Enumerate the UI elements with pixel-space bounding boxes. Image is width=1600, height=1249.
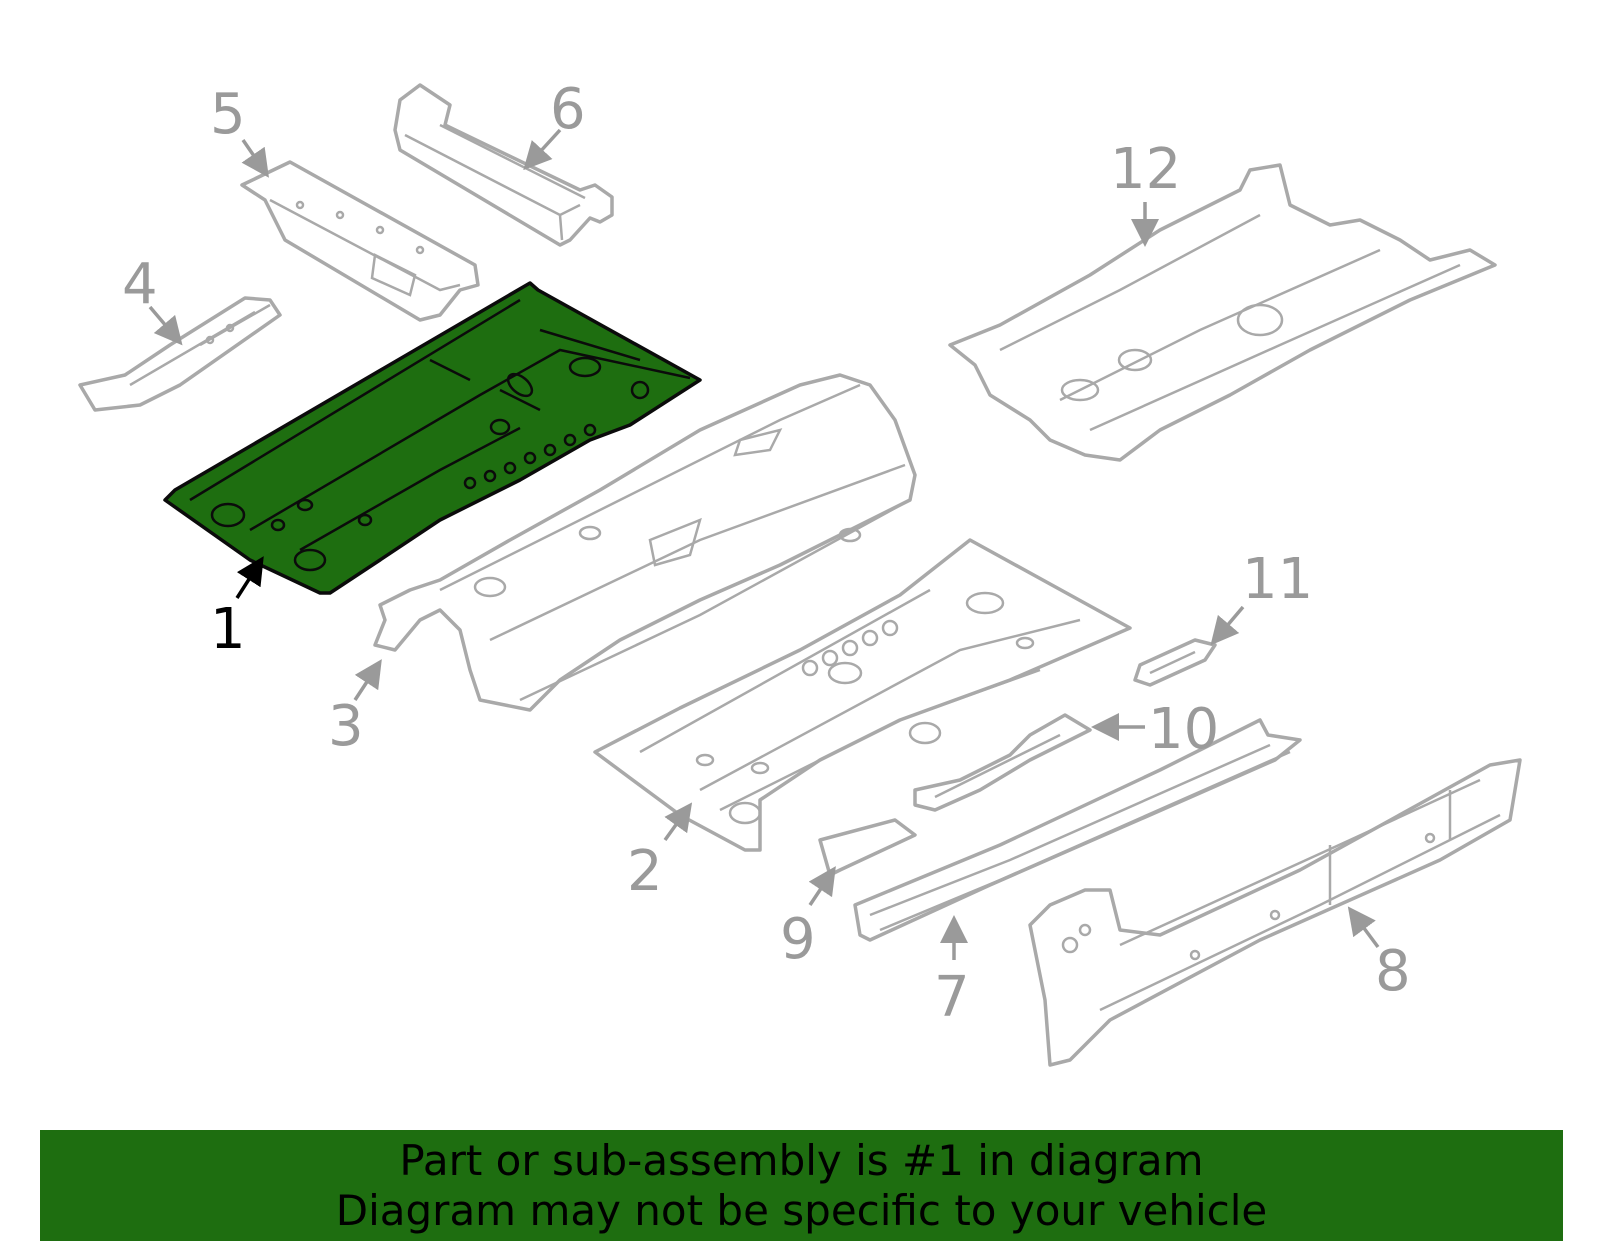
- callout-7: 7: [934, 965, 970, 1030]
- callout-6: 6: [550, 77, 586, 142]
- part-12-floor-pan-rear[interactable]: [948, 163, 1497, 462]
- part-3-tunnel[interactable]: [373, 373, 917, 712]
- part-1-floor-pan[interactable]: [163, 281, 702, 595]
- banner-line-1: Part or sub-assembly is #1 in diagram: [399, 1136, 1204, 1185]
- part-11-bracket[interactable]: [1133, 638, 1217, 687]
- part-4-reinforcement[interactable]: [78, 296, 282, 412]
- callout-12: 12: [1110, 137, 1181, 202]
- callout-2: 2: [627, 839, 663, 904]
- part-5-crossmember[interactable]: [240, 160, 480, 322]
- callout-5: 5: [210, 82, 246, 147]
- leader-lines: [148, 128, 1380, 960]
- callout-4: 4: [122, 252, 158, 317]
- banner-line-2: Diagram may not be specific to your vehi…: [335, 1186, 1268, 1235]
- callout-9: 9: [780, 907, 816, 972]
- callout-11: 11: [1242, 547, 1313, 612]
- part-10-reinforcement[interactable]: [913, 713, 1092, 812]
- part-6-bracket[interactable]: [393, 83, 614, 247]
- part-2-floor-pan-front[interactable]: [593, 538, 1132, 852]
- callout-3: 3: [328, 694, 364, 759]
- part-8-rocker-outer[interactable]: [1028, 758, 1522, 1067]
- callout-8: 8: [1375, 939, 1411, 1004]
- info-banner: Part or sub-assembly is #1 in diagram Di…: [40, 1130, 1563, 1241]
- callout-1: 1: [210, 597, 246, 662]
- part-7-sill-inner[interactable]: [853, 718, 1302, 942]
- part-9-bracket[interactable]: [818, 818, 917, 877]
- callout-10: 10: [1148, 697, 1219, 762]
